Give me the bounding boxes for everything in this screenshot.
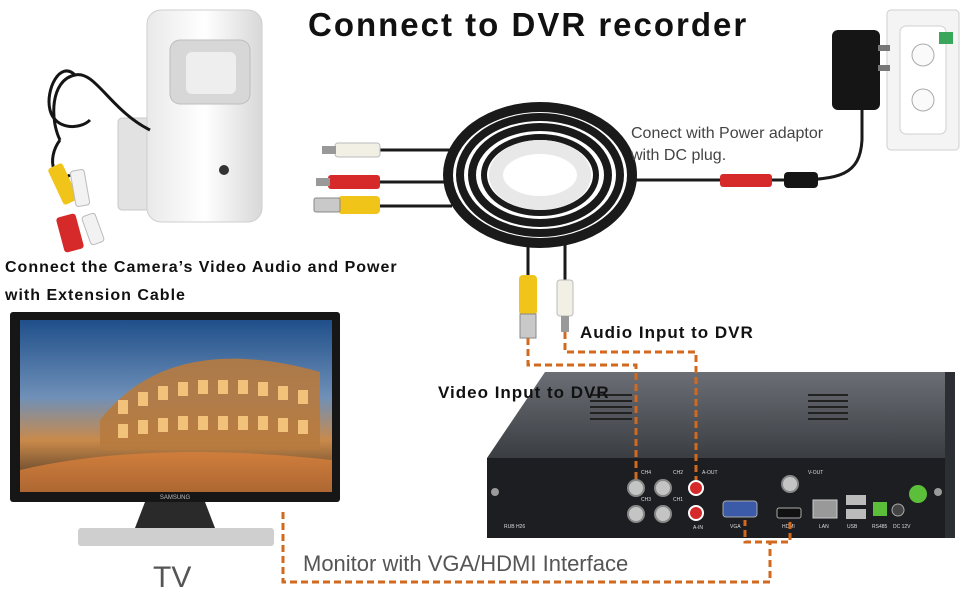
port-ch1	[654, 505, 672, 523]
svg-text:A-OUT: A-OUT	[702, 470, 718, 476]
port-ch3	[627, 505, 645, 523]
svg-text:CH2: CH2	[673, 470, 683, 476]
video-connection-line	[526, 338, 638, 480]
cable-down-connectors	[519, 275, 574, 339]
power-adaptor	[832, 30, 890, 110]
dvr-top	[487, 372, 945, 458]
video-input-label: Video Input to DVR	[438, 383, 610, 402]
power-label-line1: Conect with Power adaptor	[631, 125, 824, 142]
extension-cable-coil	[443, 102, 637, 248]
svg-text:USB: USB	[847, 524, 858, 530]
port-hdmi	[776, 507, 802, 519]
audio-connection-line	[563, 332, 698, 480]
svg-text:CH3: CH3	[641, 497, 651, 503]
tv-stand	[78, 528, 274, 546]
port-rs485	[873, 502, 887, 516]
page-title: Connect to DVR recorder	[308, 6, 749, 43]
camera-label-line1: Connect the Camera’s Video Audio and Pow…	[5, 259, 398, 276]
port-lan	[812, 499, 838, 519]
dc-plug	[720, 172, 818, 188]
svg-text:VGA: VGA	[730, 524, 741, 530]
svg-text:V-OUT: V-OUT	[808, 470, 823, 476]
power-label-line2: with DC plug.	[631, 147, 727, 164]
tv: SAMSUNG	[10, 312, 340, 546]
svg-text:CH4: CH4	[641, 470, 651, 476]
port-vout	[781, 475, 799, 493]
port-usb1	[846, 495, 866, 505]
monitor-label: Monitor with VGA/HDMI Interface	[303, 551, 629, 576]
svg-text:A-IN: A-IN	[693, 525, 703, 531]
camera-label-line2: with Extension Cable	[5, 287, 186, 304]
port-usb2	[846, 509, 866, 519]
svg-text:RS485: RS485	[872, 524, 888, 530]
camera-connectors	[48, 163, 105, 253]
tv-label: TV	[153, 561, 192, 594]
camera-pinhole	[219, 165, 229, 175]
dvr-badge	[909, 485, 927, 503]
tv-neck	[135, 502, 215, 528]
port-dc	[891, 503, 905, 517]
connection-lines	[281, 332, 792, 584]
audio-input-label: Audio Input to DVR	[580, 323, 754, 342]
dvr-rear-panel	[487, 458, 945, 538]
svg-text:HDMI: HDMI	[782, 524, 795, 530]
dvr: CH4 CH2 A-OUT V-OUT CH3 CH1 A-IN VGA HDM…	[487, 372, 955, 538]
port-ch2	[654, 479, 672, 497]
svg-text:RUB H26: RUB H26	[504, 524, 525, 530]
tv-brand: SAMSUNG	[160, 495, 191, 501]
monitor-connection-line	[281, 512, 772, 584]
port-ch4	[627, 479, 645, 497]
wall-outlet	[886, 9, 960, 151]
svg-text:CH1: CH1	[673, 497, 683, 503]
svg-text:LAN: LAN	[819, 524, 829, 530]
port-ain	[688, 505, 704, 521]
port-vga	[722, 500, 758, 518]
svg-text:DC 12V: DC 12V	[893, 524, 911, 530]
cable-left-connectors	[313, 142, 381, 214]
camera	[117, 9, 263, 223]
port-aout	[688, 480, 704, 496]
